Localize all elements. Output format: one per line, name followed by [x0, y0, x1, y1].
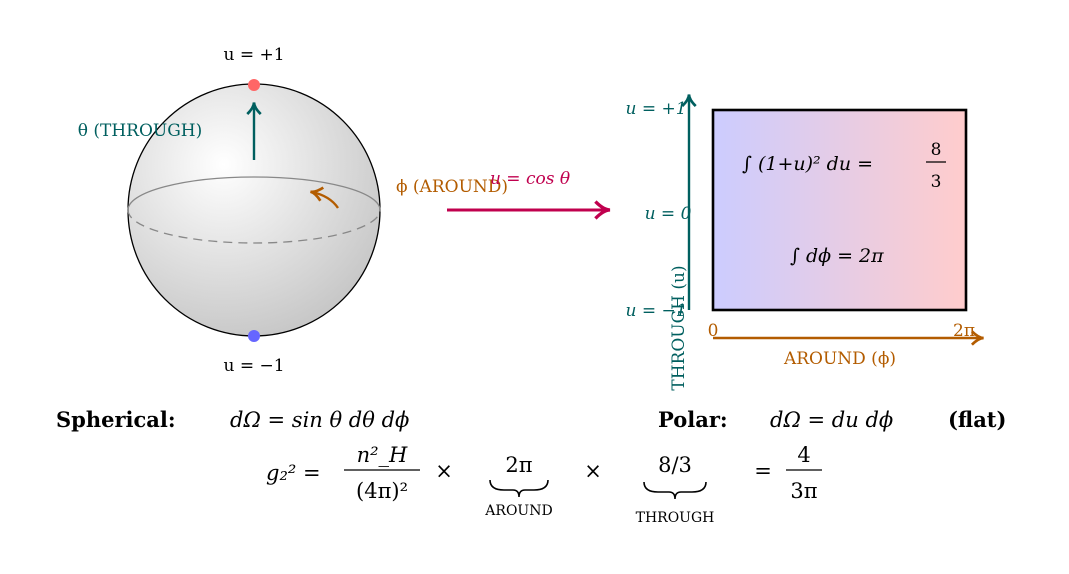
theta-through-label: θ (THROUGH) [78, 121, 203, 141]
through-value: 8/3 [658, 453, 692, 477]
sphere-diagram: u = +1 u = −1 θ (THROUGH) ϕ (AROUND) Sph… [56, 45, 508, 432]
around-underbrace-label: AROUND [484, 503, 552, 519]
mapping-label: u = cos θ [490, 169, 570, 189]
around-phi-axis-label: AROUND (ϕ) [783, 349, 896, 369]
integral-u-expression: ∫ (1+u)² du = [742, 153, 873, 175]
polar-caption-suffix: (flat) [948, 407, 1006, 432]
polar-box [711, 108, 968, 312]
phi-around-label: ϕ (AROUND) [396, 177, 508, 197]
around-value: 2π [505, 453, 532, 477]
u-bottom-label: u = −1 [625, 301, 686, 321]
polar-caption-formula: dΩ = du dϕ [770, 408, 893, 432]
polar-caption-title: Polar: [658, 407, 728, 432]
formula-frac-denominator: (4π)² [356, 479, 408, 503]
integral-u-denominator: 3 [931, 172, 942, 192]
u-top-label: u = +1 [625, 99, 686, 119]
formula-times-1: × [435, 459, 453, 483]
south-pole-dot [248, 330, 260, 342]
north-pole-label: u = +1 [223, 45, 284, 65]
integral-phi-expression: ∫ dϕ = 2π [790, 245, 884, 267]
phi-start-label: 0 [708, 321, 719, 341]
formula-times-2: × [584, 459, 602, 483]
integral-u-numerator: 8 [931, 140, 942, 160]
north-pole-dot [248, 79, 260, 91]
result-numerator: 4 [797, 443, 810, 467]
equator-back [127, 176, 381, 211]
south-pole-label: u = −1 [223, 356, 284, 376]
result-denominator: 3π [790, 479, 817, 503]
u-mid-label: u = 0 [645, 204, 692, 224]
spherical-caption-title: Spherical: [56, 407, 176, 432]
through-underbrace-icon [643, 481, 707, 500]
mapping-arrow-group: u = cos θ [447, 169, 611, 220]
equator-front-dashed [127, 209, 381, 244]
around-underbrace-icon [489, 479, 549, 498]
through-u-axis-label: THROUGH (u) [669, 265, 689, 390]
spherical-caption-formula: dΩ = sin θ dθ dϕ [230, 408, 409, 432]
formula-equals: = [754, 459, 772, 483]
polar-diagram: u = +1 u = 0 u = −1 THROUGH (u) 0 2π ARO… [625, 94, 1006, 432]
through-underbrace-label: THROUGH [636, 510, 715, 526]
formula-lhs: g₂² = [266, 461, 321, 485]
phi-arrow-icon [309, 186, 339, 209]
formula-frac-numerator: n²_H [357, 443, 408, 467]
coupling-formula: g₂² = n²_H (4π)² × 2π AROUND × 8/3 THROU… [266, 443, 822, 526]
phi-end-label: 2π [953, 321, 975, 341]
